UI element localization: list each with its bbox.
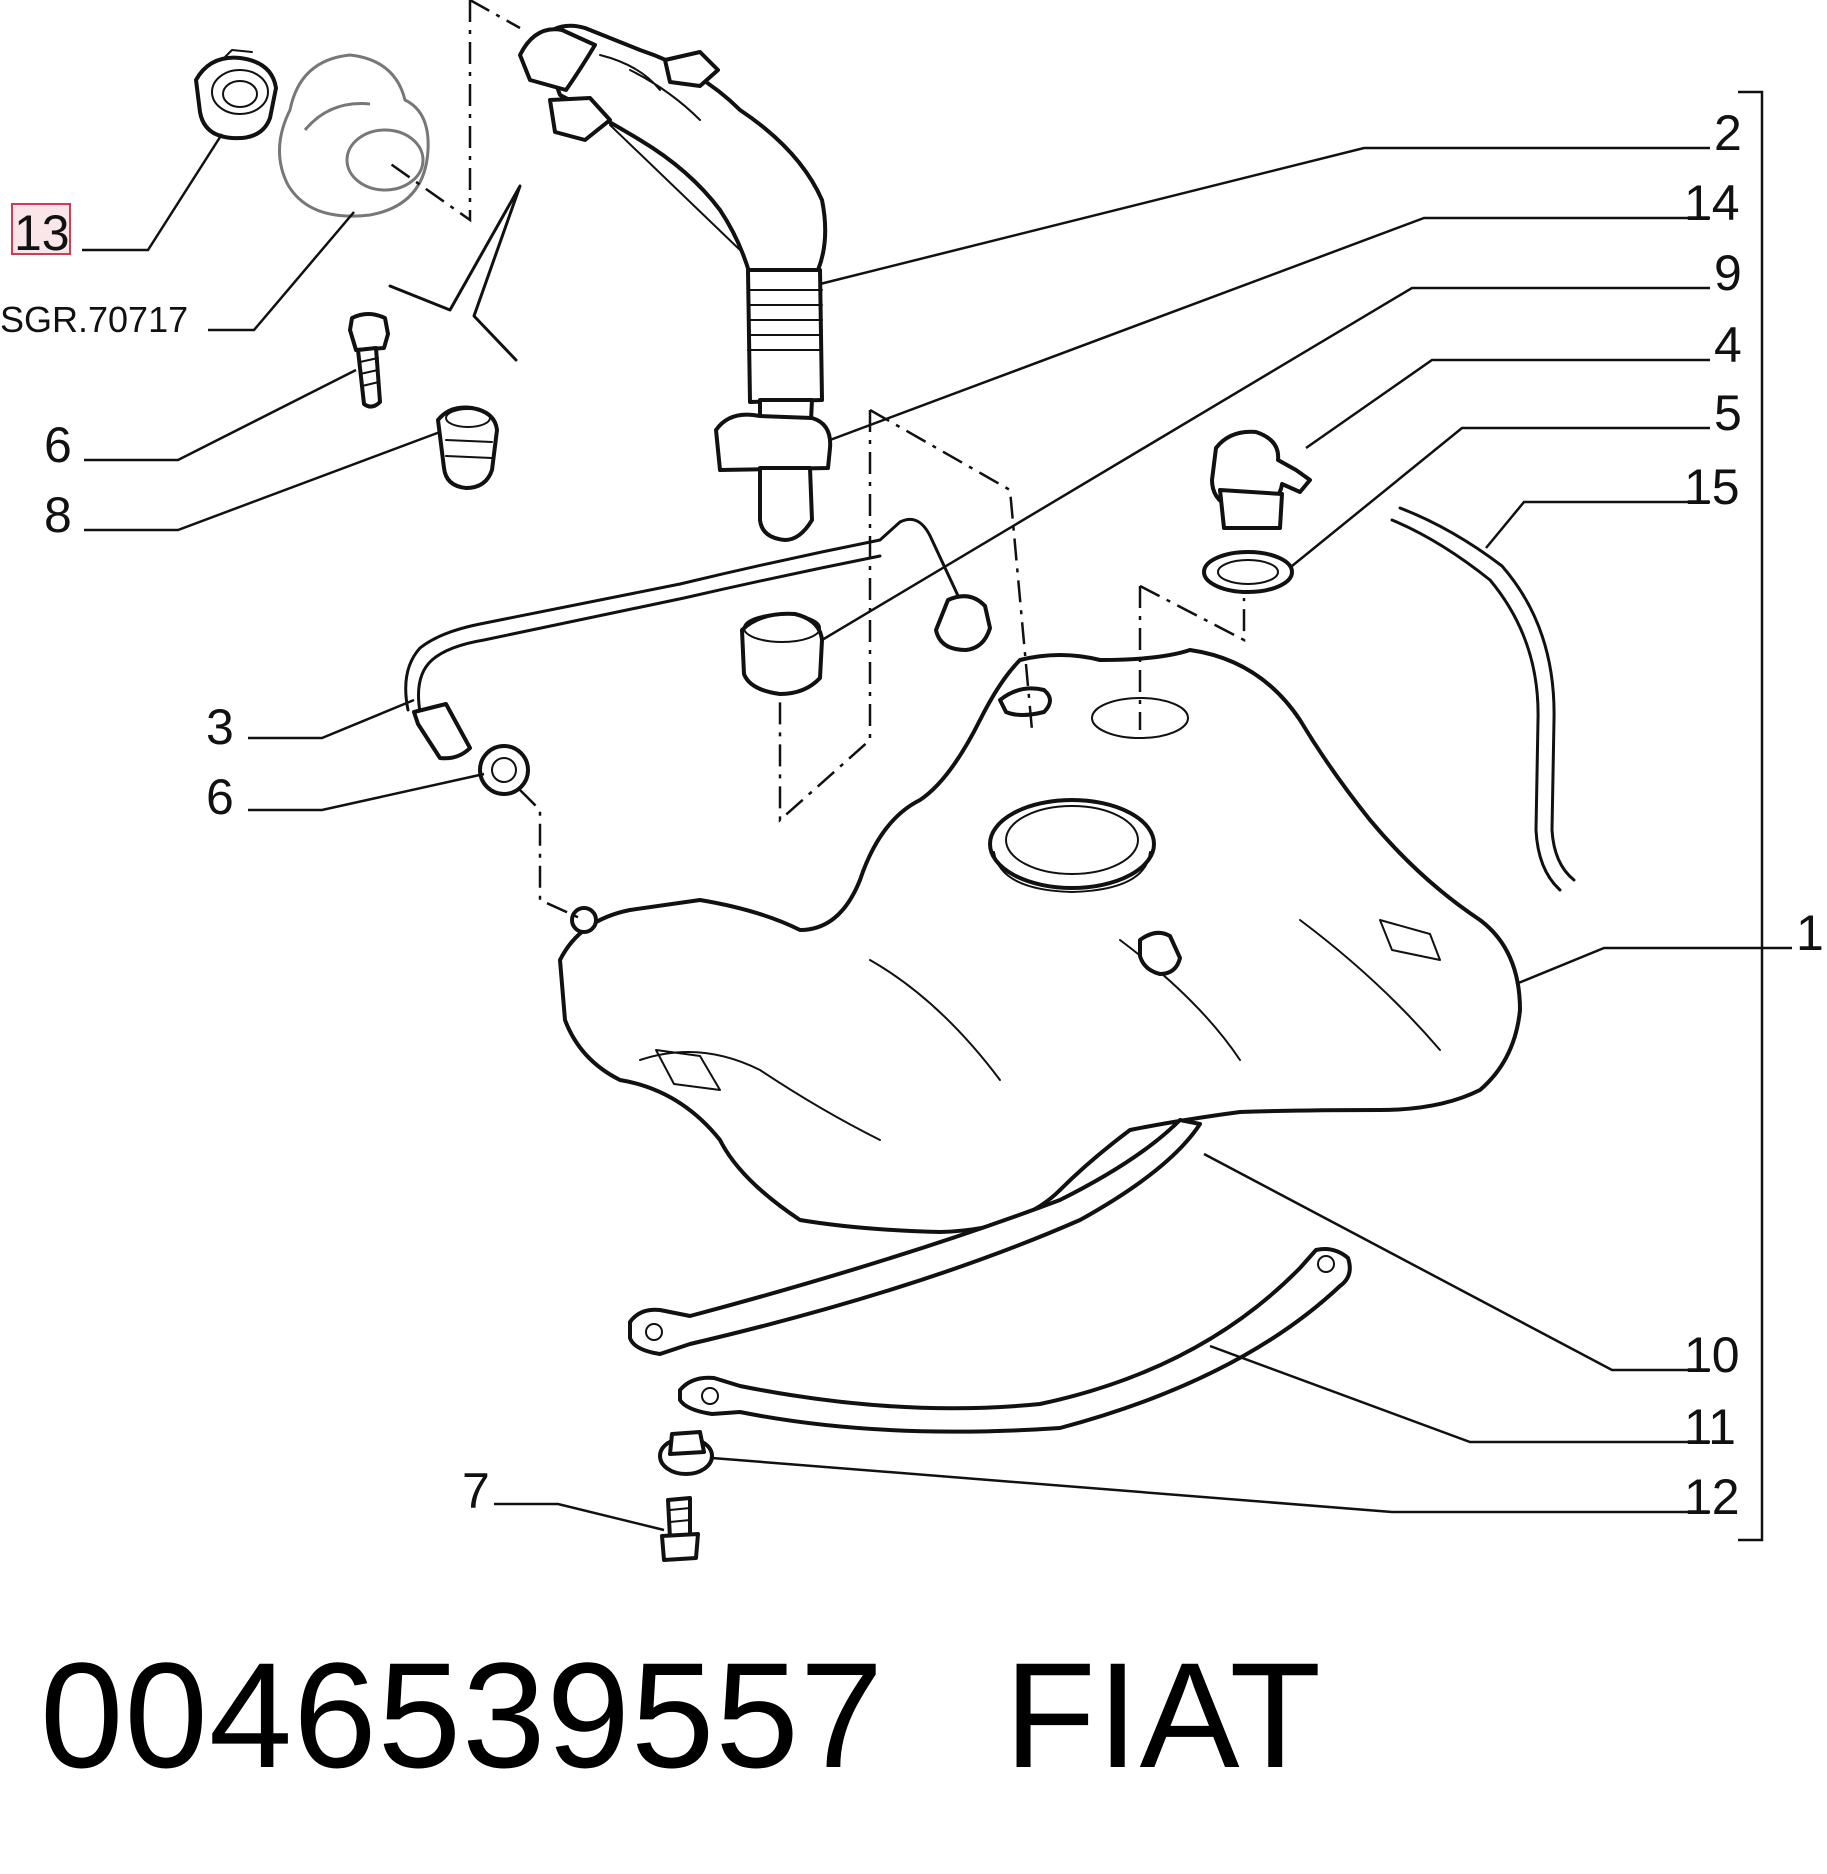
part-11-strap bbox=[678, 1247, 1352, 1434]
part-4-valve bbox=[1210, 429, 1312, 530]
part-13-collar bbox=[194, 49, 278, 141]
callout-4: 4 bbox=[1714, 317, 1742, 373]
callout-3: 3 bbox=[206, 699, 234, 755]
callout-7: 7 bbox=[462, 1463, 490, 1519]
part-sgr-grommet bbox=[278, 53, 430, 218]
leader-lines bbox=[82, 90, 1792, 1542]
brand-name: FIAT bbox=[1004, 1630, 1323, 1799]
part-6-bolt-top bbox=[348, 312, 390, 409]
callout-13-highlight bbox=[11, 203, 71, 255]
part-10-strap bbox=[628, 1118, 1202, 1356]
callout-6-top: 6 bbox=[44, 417, 72, 473]
part-1-fuel-tank bbox=[558, 648, 1522, 1234]
part-9-cap bbox=[740, 611, 824, 696]
callout-2: 2 bbox=[1714, 105, 1742, 161]
part-number-footer: 0046539557 FIAT bbox=[40, 1631, 1820, 1799]
callout-10: 10 bbox=[1684, 1327, 1740, 1383]
part-2-filler-neck bbox=[518, 23, 833, 542]
callout-labels: 13 SGR.70717 6 8 3 6 7 2 14 9 4 5 15 1 1… bbox=[0, 105, 1824, 1525]
callout-13: 13 bbox=[14, 205, 70, 261]
callout-11: 11 bbox=[1684, 1399, 1736, 1455]
part-8-plug bbox=[436, 405, 499, 490]
part-number: 0046539557 bbox=[40, 1630, 885, 1799]
callout-14: 14 bbox=[1684, 175, 1740, 231]
part-7-bolt bbox=[660, 1496, 700, 1562]
callout-15: 15 bbox=[1684, 459, 1740, 515]
part-5-seal-ring bbox=[1202, 550, 1294, 594]
callout-8: 8 bbox=[44, 487, 72, 543]
wedge-indicator bbox=[388, 184, 522, 362]
part-12-nut bbox=[658, 1430, 714, 1476]
assembly-lines bbox=[384, 0, 1246, 922]
callout-9: 9 bbox=[1714, 245, 1742, 301]
callout-1: 1 bbox=[1796, 905, 1824, 961]
part-3-vent-pipe bbox=[404, 517, 992, 761]
part-6-clip bbox=[478, 744, 530, 796]
callout-6-mid: 6 bbox=[206, 769, 234, 825]
callout-12: 12 bbox=[1684, 1469, 1740, 1525]
callout-sgr: SGR.70717 bbox=[0, 299, 188, 340]
part-15-hose bbox=[1390, 506, 1576, 892]
callout-5: 5 bbox=[1714, 385, 1742, 441]
